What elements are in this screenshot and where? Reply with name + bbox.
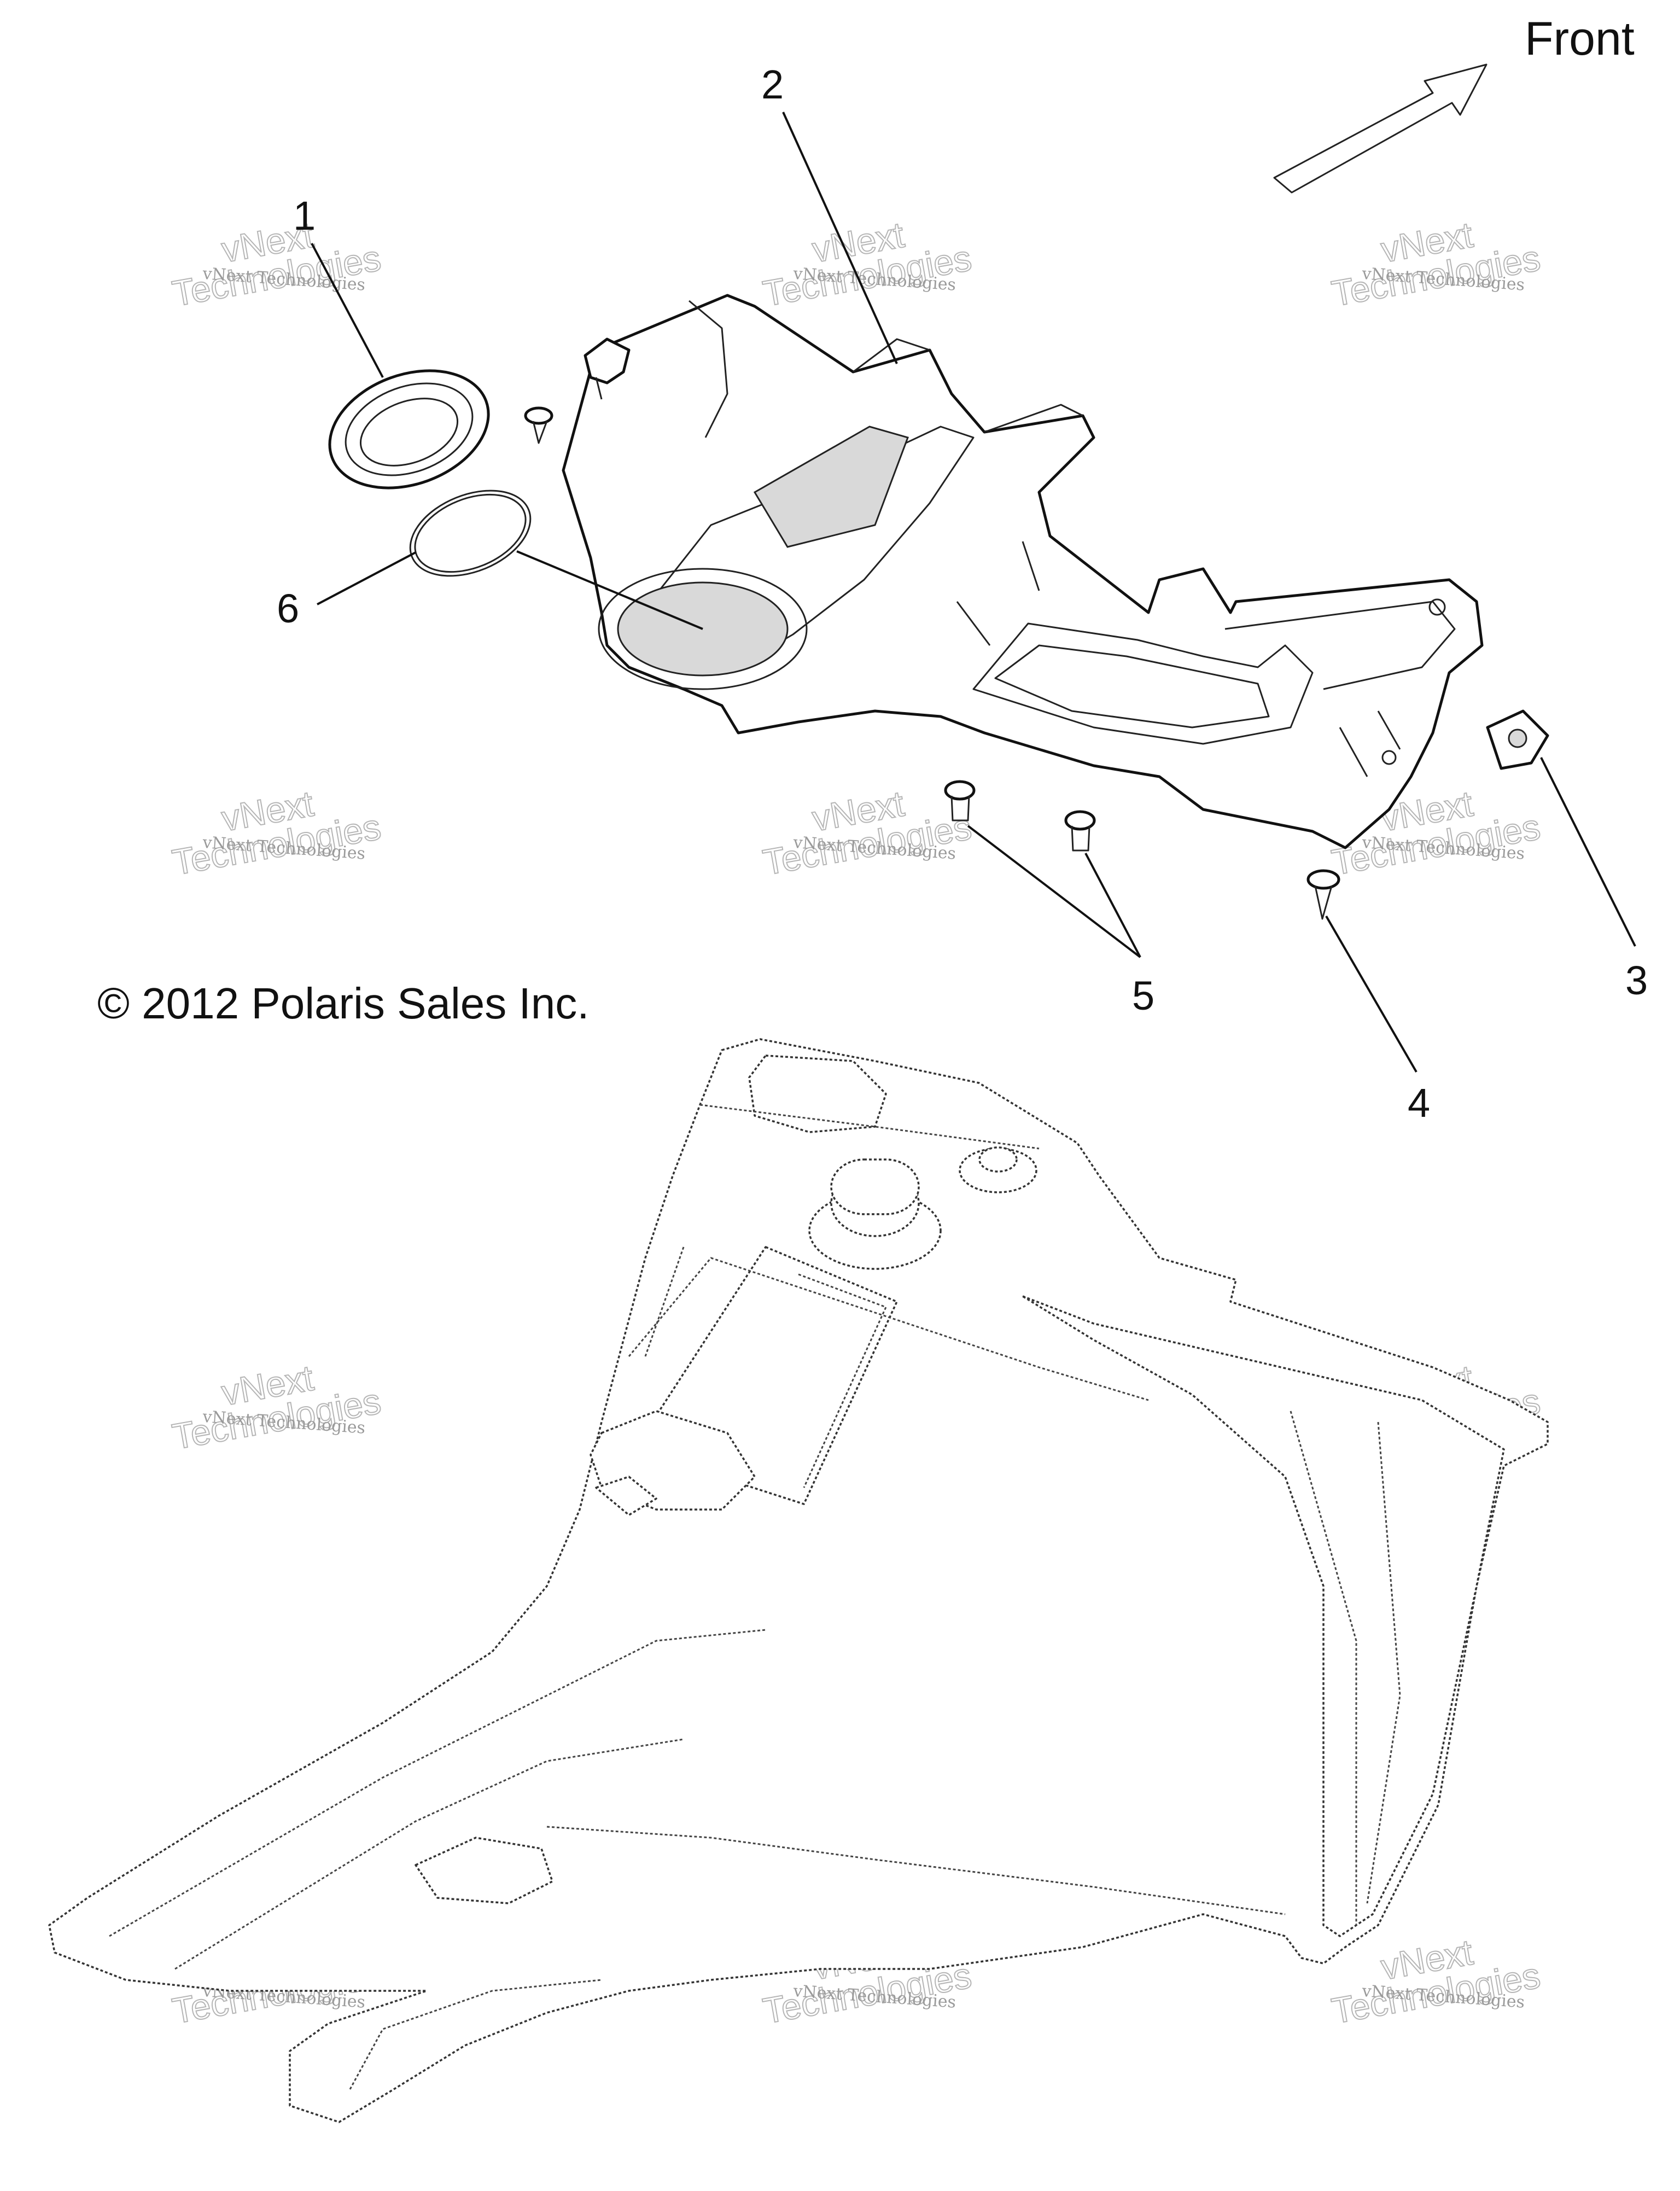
callout-1: 1 — [293, 193, 316, 238]
push-rivet-top — [524, 406, 553, 444]
push-rivet-part — [1306, 869, 1340, 920]
bumper-part-a — [944, 780, 976, 821]
callout-4: 4 — [1408, 1080, 1430, 1126]
copyright-text: © 2012 Polaris Sales Inc. — [97, 979, 589, 1028]
callout-6: 6 — [277, 586, 299, 631]
ring-nut-part — [328, 369, 490, 490]
callout-3: 3 — [1625, 958, 1648, 1003]
speed-nut-part — [1486, 709, 1549, 770]
callout-5: 5 — [1132, 973, 1154, 1018]
clip-fastener — [584, 337, 631, 400]
o-ring-part — [409, 490, 532, 577]
front-arrow — [1273, 63, 1488, 194]
console-panel-part — [562, 294, 1484, 849]
bumper-part-b — [1064, 810, 1096, 852]
front-label: Front — [1525, 13, 1635, 65]
fuel-tank-context — [48, 1038, 1549, 2123]
callout-2: 2 — [761, 62, 784, 107]
leader-lines — [311, 112, 1636, 1073]
